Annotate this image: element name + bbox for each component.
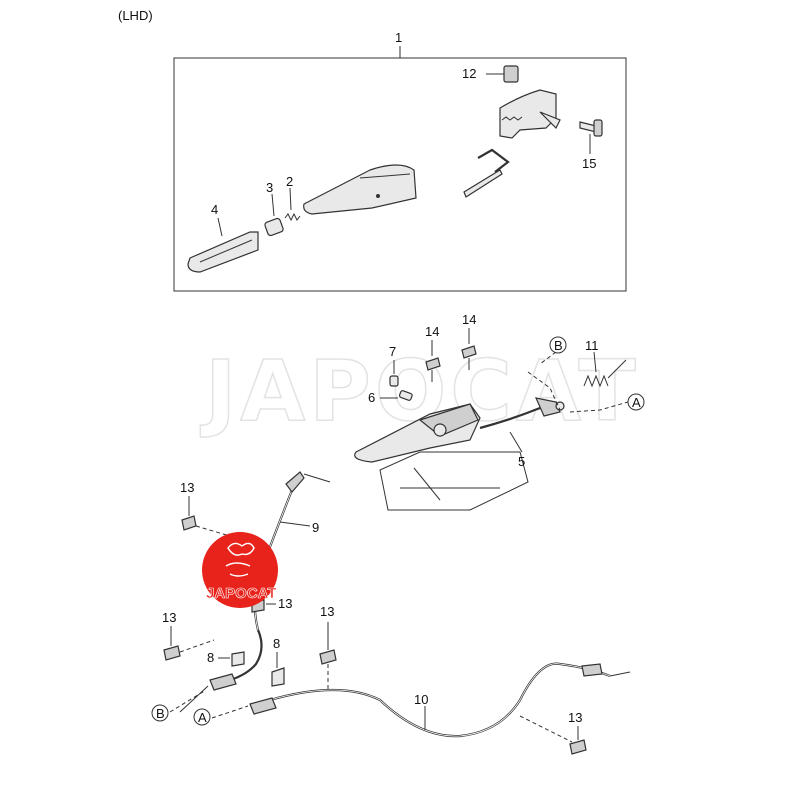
leader-3 [271, 193, 275, 217]
connector-line-b-top [527, 371, 561, 411]
leader-9 [279, 521, 311, 527]
return-spring-part [583, 359, 627, 388]
lever-grip-part [187, 231, 259, 273]
leader-2 [289, 187, 292, 211]
callout-13d: 13 [320, 604, 334, 619]
callout-6: 6 [368, 390, 375, 405]
callout-8b: 8 [273, 636, 280, 651]
bolt-part-14b [461, 345, 477, 370]
logo-cat-icon [227, 542, 255, 556]
variant-label: (LHD) [118, 8, 153, 23]
ratchet-rod-part [463, 148, 510, 198]
front-cable-part [479, 397, 565, 430]
callout-13c: 13 [162, 610, 176, 625]
connector-b-top-circle [549, 336, 567, 354]
callout-4: 4 [211, 202, 218, 217]
logo-circle [202, 532, 278, 608]
connector-b-top: B [554, 338, 563, 353]
clip-part-8a [231, 651, 245, 667]
release-button-part [264, 217, 284, 237]
connector-line-b-top-2 [539, 351, 557, 365]
pin-part-6 [398, 390, 413, 401]
lever-body-part [303, 164, 417, 215]
connector-a-bottom-circle [193, 708, 211, 726]
bolt-part-13e [519, 715, 587, 755]
connector-b-bottom: B [156, 706, 165, 721]
logo-text: JAPOCAT [206, 585, 277, 602]
callout-5: 5 [518, 454, 525, 469]
bolt-part-14a [425, 357, 441, 382]
callout-3: 3 [266, 180, 273, 195]
ratchet-bracket-part [499, 89, 561, 139]
leader-11 [593, 351, 597, 373]
clip-part-7 [389, 375, 399, 387]
pawl-part [503, 65, 519, 83]
connector-a-bottom: A [198, 710, 207, 725]
leader-4 [217, 217, 223, 237]
callout-13b: 13 [278, 596, 292, 611]
callout-14a: 14 [425, 324, 439, 339]
connector-line-b-bottom [169, 689, 207, 713]
callout-8a: 8 [207, 650, 214, 665]
connector-a-top-circle [627, 393, 645, 411]
callout-12: 12 [462, 66, 476, 81]
callout-15: 15 [582, 156, 596, 171]
callout-2: 2 [286, 174, 293, 189]
floor-panel-part [379, 451, 529, 511]
bolt-part-13a [181, 515, 231, 537]
connector-b-bottom-circle [151, 704, 169, 722]
japocat-logo: JAPOCAT [202, 532, 278, 608]
callout-13a: 13 [180, 480, 194, 495]
callout-7: 7 [389, 344, 396, 359]
bolt-part-13d [319, 649, 337, 690]
rear-cable-part-10 [249, 662, 631, 738]
leader-5 [509, 431, 523, 453]
connector-a-top: A [632, 395, 641, 410]
bolt-part-13c [163, 639, 215, 661]
bolt-part-15 [579, 119, 603, 137]
callout-14b: 14 [462, 312, 476, 327]
callout-10: 10 [414, 692, 428, 707]
connector-line-a-bottom [211, 705, 249, 719]
callout-1: 1 [395, 30, 402, 45]
callout-13e: 13 [568, 710, 582, 725]
connector-line-a-top [569, 401, 629, 413]
rear-cable-end-part [179, 629, 263, 713]
watermark-text: JAPOCAT [200, 342, 640, 440]
callout-11: 11 [585, 338, 599, 353]
lever-assembly-part [354, 403, 481, 463]
callout-9: 9 [312, 520, 319, 535]
button-spring-part [284, 212, 301, 222]
clip-part-8b [271, 667, 285, 687]
